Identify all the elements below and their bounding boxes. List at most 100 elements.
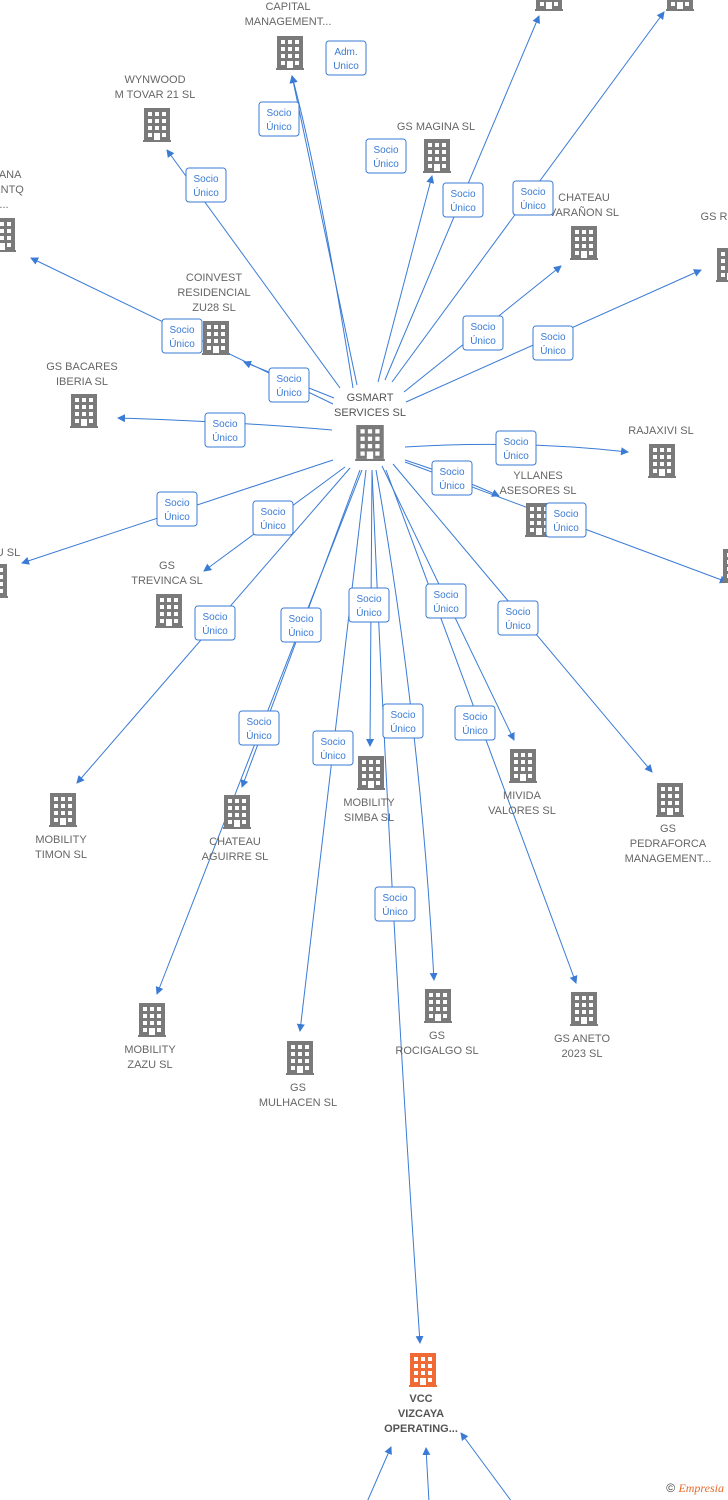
company-node-top-a[interactable] <box>535 0 563 11</box>
relation-label-text: Socio <box>276 374 301 385</box>
relation-label-text: Socio <box>288 614 313 625</box>
relation-label-box <box>258 101 300 137</box>
relation-label-text: Único <box>164 510 190 523</box>
relation-label-box <box>156 491 198 527</box>
relation-label-box <box>512 180 554 216</box>
relation-label-text: Único <box>356 606 382 619</box>
company-name: SERVICES SL <box>334 407 406 419</box>
relation-label-box <box>161 318 203 354</box>
relation-label-box <box>497 600 539 636</box>
relation-label-text: Único <box>193 186 219 199</box>
company-node-gs-r[interactable]: GS R <box>701 211 728 282</box>
incoming-edge <box>367 1446 392 1500</box>
company-name: MANAGEMENT... <box>245 16 332 28</box>
edge-to-gs-magina <box>377 175 435 383</box>
company-name: M TOVAR 21 SL <box>115 89 196 101</box>
company-name: GS BACARES <box>46 361 118 373</box>
company-node-left-u[interactable]: U SL <box>0 547 20 598</box>
relation-label-text: Único <box>439 479 465 492</box>
relation-label-text: Socio <box>260 507 285 518</box>
company-name: GS <box>429 1030 445 1042</box>
relation-label-text: Socio <box>356 594 381 605</box>
building-icon <box>666 0 694 11</box>
building-icon <box>223 795 251 829</box>
company-node-gs-magina[interactable]: GS MAGINA SL <box>397 121 475 173</box>
relation-label-box <box>495 430 537 466</box>
relation-label-text: Único <box>450 201 476 214</box>
relation-label-text: Único <box>433 602 459 615</box>
company-name: CHATEAU <box>209 836 261 848</box>
company-name: IBERIA SL <box>56 376 108 388</box>
relation-label-text: Socio <box>439 467 464 478</box>
relation-label-text: Socio <box>266 108 291 119</box>
company-name: COINVEST <box>186 272 243 284</box>
relation-label-text: Socio <box>433 590 458 601</box>
relation-label-text: Único <box>212 431 238 444</box>
company-node-yllanes[interactable]: YLLANES ASESORES SL <box>499 470 577 537</box>
company-name: ASESORES SL <box>499 485 576 497</box>
company-node-rajaxivi[interactable]: RAJAXIVI SL <box>628 425 694 478</box>
company-node-llana[interactable]: LLANAMENTQ... <box>0 169 24 252</box>
relation-label-text: Adm. <box>334 47 357 58</box>
company-name: MANAGEMENT... <box>625 853 712 865</box>
company-node-top-b[interactable] <box>666 0 694 11</box>
company-name: YLLANES <box>513 470 563 482</box>
company-name: GS R <box>701 211 728 223</box>
company-node-capital[interactable]: CAPITALMANAGEMENT... <box>245 1 332 70</box>
relation-label-text: Socio <box>540 332 565 343</box>
company-node-vcc[interactable]: VCCVIZCAYAOPERATING... <box>384 1353 458 1435</box>
relation-label[interactable]: Adm.Unico <box>325 40 367 76</box>
company-node-gs-bacares[interactable]: GS BACARES IBERIA SL <box>46 361 118 428</box>
company-name: MOBILITY <box>124 1044 176 1056</box>
company-name: PEDRAFORCA <box>630 838 707 850</box>
company-node-right-edge[interactable] <box>722 549 728 583</box>
company-node-gs-pedraforca[interactable]: GSPEDRAFORCAMANAGEMENT... <box>625 783 712 865</box>
company-name: WYNWOOD <box>124 74 185 86</box>
relation-label-box <box>454 705 496 741</box>
company-node-wynwood[interactable]: WYNWOOD M TOVAR 21 SL <box>115 74 196 142</box>
company-name: CHATEAU <box>558 192 610 204</box>
company-name: GS <box>290 1082 306 1094</box>
relation-label-text: Único <box>553 521 579 534</box>
relation-label-text: Único <box>462 724 488 737</box>
relation-label-box <box>425 583 467 619</box>
edge-to-capital <box>289 75 358 386</box>
